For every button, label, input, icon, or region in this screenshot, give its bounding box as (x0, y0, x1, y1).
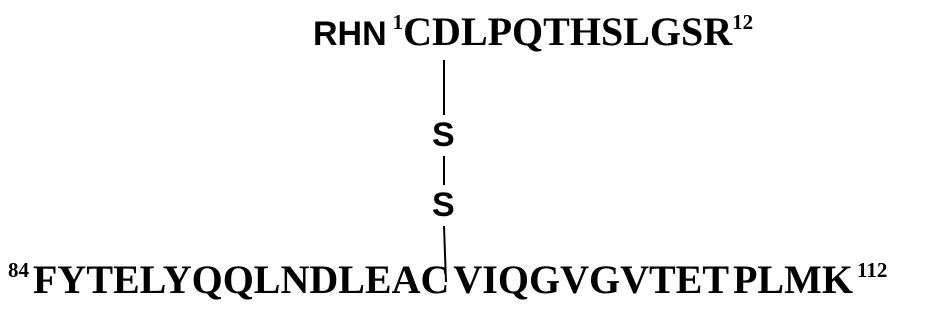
sulfur-atom-1: S (432, 116, 455, 154)
top-start-residue-number: 1 (392, 10, 404, 34)
n-terminal-group: RHN (313, 15, 387, 53)
bottom-end-residue-number: 112 (856, 258, 888, 282)
top-sequence: CDLPQTHSLGSR (403, 9, 733, 54)
sulfur-atom-2: S (432, 186, 455, 224)
bottom-peptide-chain: 84 FYTELYQQLNDLEAC VIQGVGVTET PLMK 112 (8, 260, 887, 300)
bottom-start-residue-number: 84 (8, 258, 29, 282)
bottom-sequence-segment-3: PLMK (733, 257, 853, 302)
bond-s2-to-bottom (443, 225, 447, 283)
bottom-sequence-segment-1: FYTELYQQLNDLEAC (33, 257, 450, 302)
top-end-residue-number: 12 (732, 10, 754, 34)
bottom-sequence-segment-2: VIQGVGVTET (453, 257, 729, 302)
